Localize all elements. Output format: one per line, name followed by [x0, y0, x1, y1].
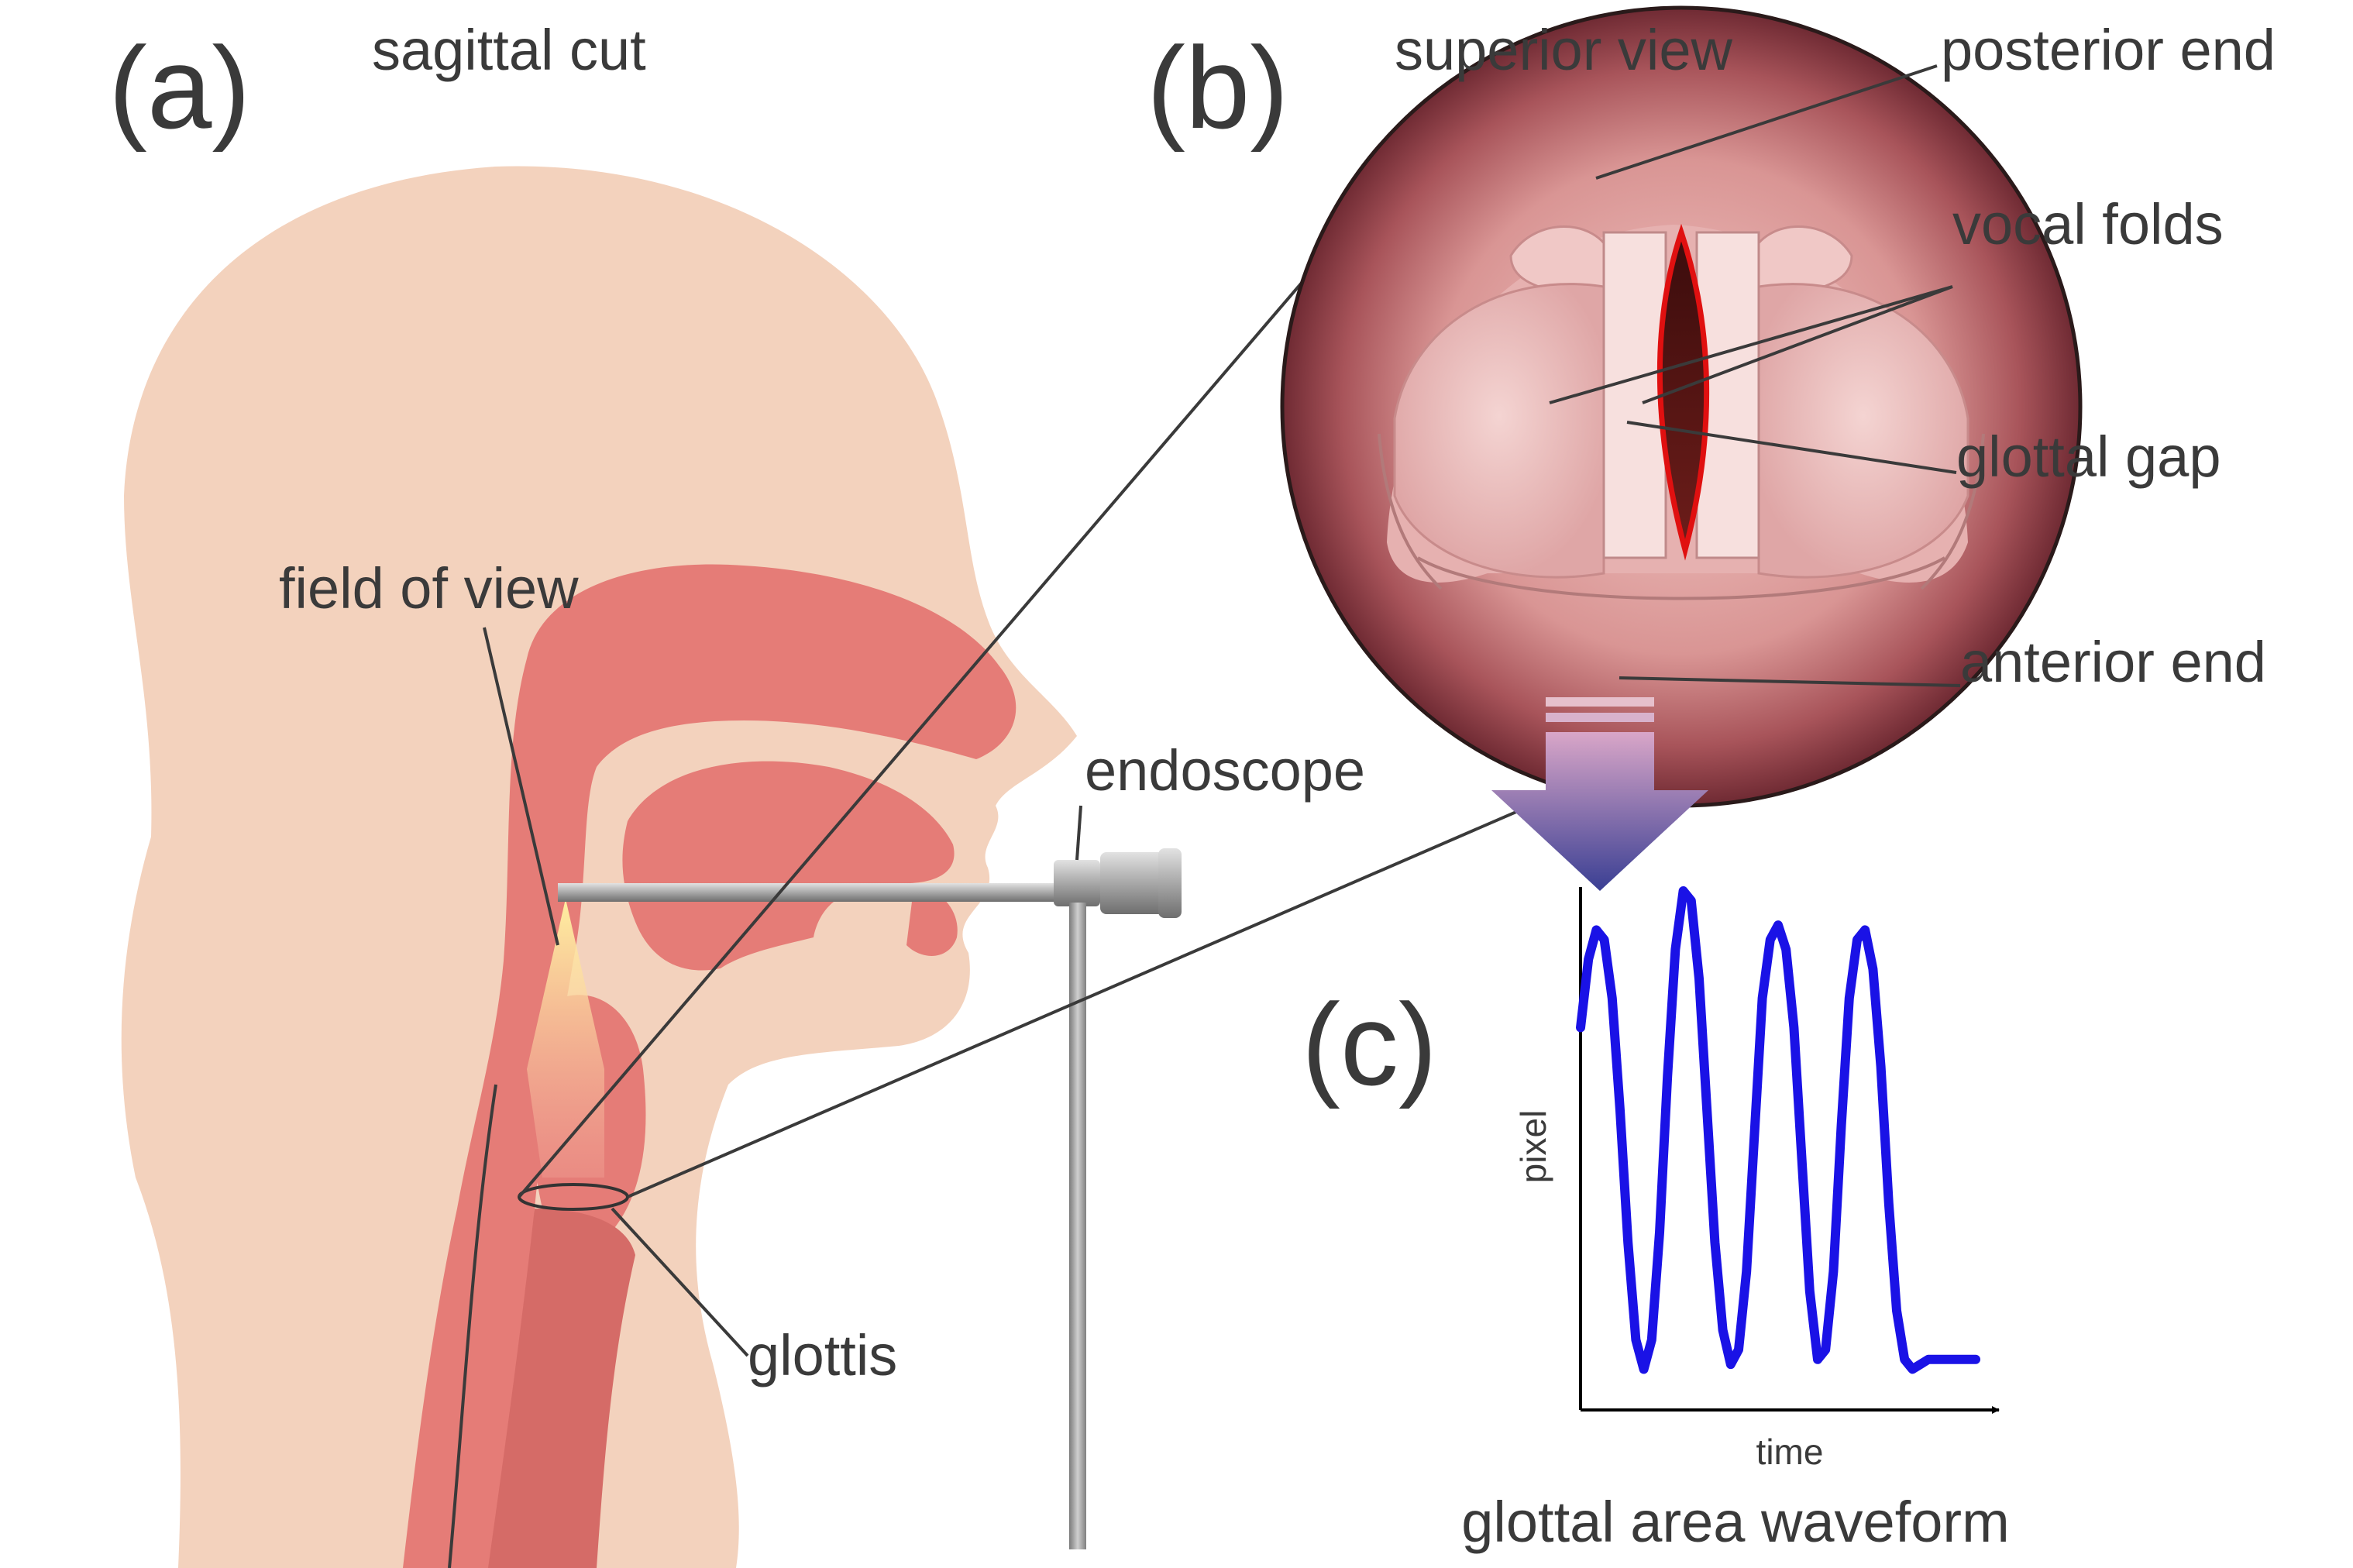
glottal-gap-shape [1656, 223, 1710, 561]
waveform-series-line [1576, 886, 1980, 1374]
anterior-end-label: anterior end [1960, 630, 2266, 694]
glottal-area-waveform-chart: pixel time [1513, 886, 2000, 1472]
glottis-label: glottis [748, 1323, 897, 1387]
panel-a-letter: (a) [108, 22, 250, 153]
zoom-line-lower [627, 742, 1674, 1198]
anterior-end-leader [1619, 676, 1961, 687]
panel-a-title: sagittal cut [372, 18, 646, 82]
zoom-line-upper [518, 254, 1326, 1198]
panel-b-letter: (b) [1147, 22, 1288, 153]
glottal-gap-leader [1626, 421, 1957, 474]
head-silhouette [121, 166, 1078, 1568]
glottis-leader [611, 1207, 749, 1357]
endoscope-label: endoscope [1085, 738, 1365, 803]
y-axis-label: pixel [1513, 1110, 1553, 1184]
vocal-folds-leader-2 [1642, 285, 1953, 404]
posterior-end-leader [1595, 64, 1938, 180]
endoscope-leader [1075, 805, 1082, 861]
panel-c-letter: (c) [1302, 979, 1437, 1109]
x-axis-label: time [1756, 1432, 1824, 1472]
waveform-caption: glottal area waveform [1461, 1490, 2009, 1554]
panel-b-title: superior view [1395, 18, 1733, 82]
glottal-gap-label: glottal gap [1956, 425, 2221, 489]
field-of-view-leader [483, 627, 559, 946]
posterior-end-label: posterior end [1941, 18, 2276, 82]
vocal-folds-leader-1 [1549, 285, 1953, 404]
laryngoscopic-view [1280, 5, 2083, 808]
field-of-view-cone [527, 899, 604, 1178]
endoscope-device[interactable] [558, 848, 1182, 1549]
field-of-view-label: field of view [279, 556, 579, 621]
down-arrow [1491, 697, 1708, 891]
vocal-folds-label: vocal folds [1952, 192, 2224, 256]
